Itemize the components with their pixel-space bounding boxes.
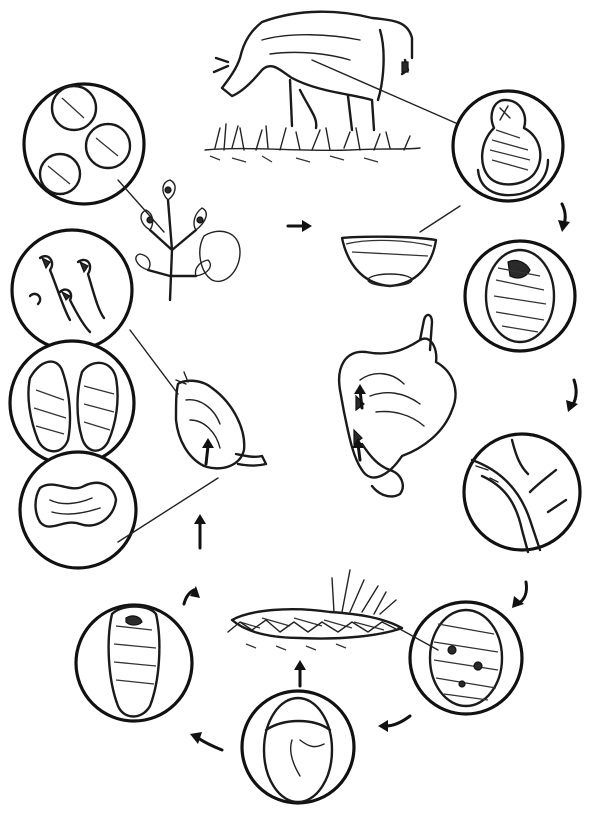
miracidium-circle — [76, 605, 192, 721]
metacercariae-circle — [24, 84, 144, 204]
connector-cysts-to-plant — [118, 180, 164, 232]
hatching-egg-circle — [242, 691, 354, 803]
cercariae-circle — [12, 230, 132, 350]
dung-pat-with-grass — [228, 570, 438, 650]
snail-host — [176, 372, 266, 468]
redia-circle — [10, 341, 134, 465]
liver-and-bile-ducts — [339, 315, 455, 497]
bile-duct-circle — [464, 434, 580, 552]
adult-fluke-circle — [453, 91, 563, 201]
embryonated-egg-circle — [410, 602, 522, 714]
grazing-cattle — [205, 12, 420, 162]
sporocyst-circle — [20, 452, 136, 568]
vegetation — [136, 180, 240, 300]
egg-circle — [465, 241, 575, 351]
bowl-with-eggs — [342, 206, 460, 286]
